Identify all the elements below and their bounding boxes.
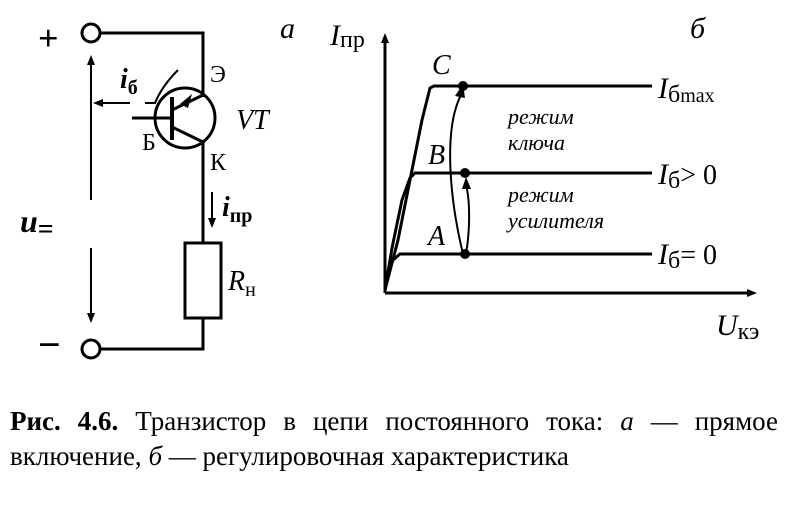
point-b [460,168,470,178]
key-mode-line-2: ключа [508,130,565,155]
point-c-label: C [432,50,451,81]
base-label: Б [142,130,156,156]
amplifier-mode-trajectory-head [462,177,471,189]
top-wire [100,31,205,97]
collector-label: К [210,150,227,176]
transistor-label: VT [236,105,271,136]
minus-sign: − [38,322,61,367]
key-mode-trajectory [449,94,464,255]
base-current-line [145,69,179,104]
collector-current-label: iпр [222,192,252,227]
caption-text-3: — регулировочная характеристика [162,441,569,471]
x-axis-label: Uкэ [716,309,759,345]
caption-text-2: — прямое включение, [10,406,778,471]
amplifier-mode-line-2: усилителя [506,208,604,233]
caption-panel-b: б [148,441,163,471]
caption-text-1: Транзистор в цепи постоянного тока: [118,406,621,436]
emitter-label: Э [210,62,226,88]
curve-ib-positive [383,171,652,291]
point-a [460,249,470,259]
base-current-label: iб [120,64,138,99]
curve-mid-label: Iб> 0 [657,158,717,194]
bottom-wire [100,318,205,351]
y-axis-label: Iпр [329,19,365,53]
caption-number: Рис. 4.6. [10,406,119,436]
caption-panel-a: а [620,406,634,436]
figure-caption: Рис. 4.6. Транзистор в цепи постоянного … [10,404,778,474]
curve-max-label: Iбmax [657,72,715,108]
curve-zero-label: Iб= 0 [657,238,717,274]
curve-ib-max [383,84,652,291]
point-a-label: A [426,221,446,252]
graph-panel-label: б [690,12,706,45]
amplifier-mode-trajectory [465,188,471,255]
minus-terminal [80,338,102,360]
voltage-label: u= [20,203,54,245]
plus-sign: + [38,18,59,58]
key-mode-line-1: режим [506,104,574,129]
figure-4-6: а + − u= iб Э Б К VT [20,12,759,367]
curve-ib-zero [383,252,652,291]
plus-terminal [80,22,102,44]
amplifier-mode-line-1: режим [506,182,574,207]
transistor-symbol [132,86,217,150]
load-resistor [183,241,223,320]
circuit-diagram: а + − u= iб Э Б К VT [20,12,295,367]
characteristic-graph: б Iпр Uкэ C B A Iбmax Iб> 0 Iб= 0 режим … [329,12,759,345]
resistor-label: Rн [227,266,256,301]
point-c [458,81,468,91]
point-b-label: B [428,140,445,171]
circuit-panel-label: а [280,12,295,45]
